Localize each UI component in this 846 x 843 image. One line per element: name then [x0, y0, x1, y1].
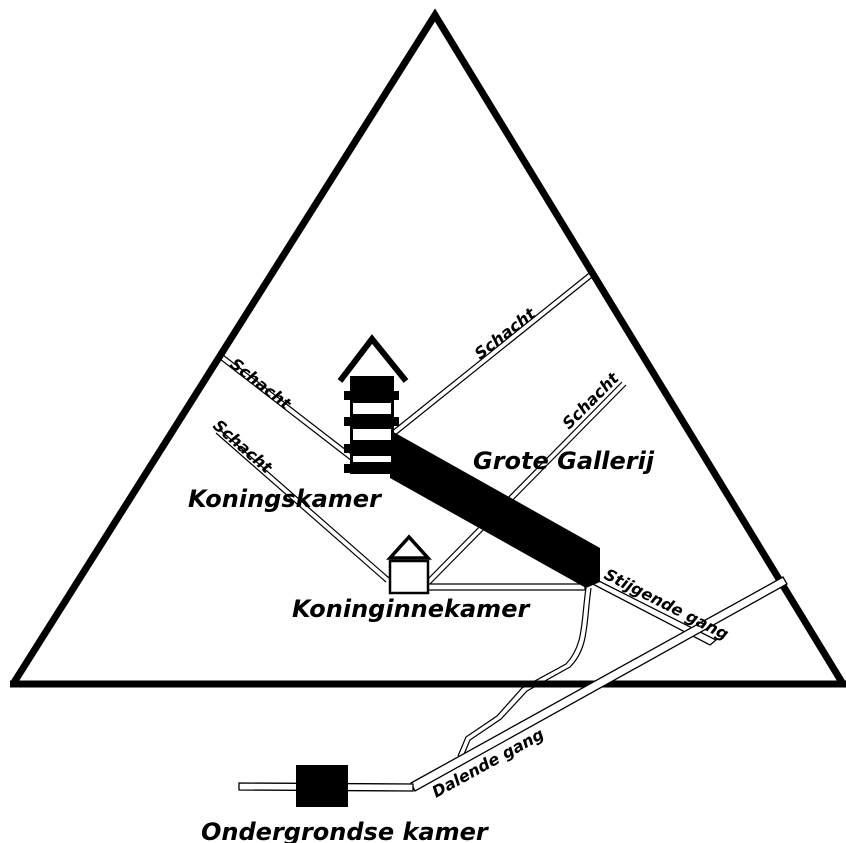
ascending-passage-label: Stijgende gang	[601, 565, 732, 644]
shaft-kings-north-label: Schacht	[227, 354, 296, 414]
kings-chamber	[337, 334, 409, 474]
queens-horizontal-passage	[417, 583, 586, 591]
shaft-queens-south	[424, 381, 627, 586]
kings-chamber-label: Koningskamer	[188, 485, 383, 513]
pyramid-outline	[10, 8, 846, 688]
well-shaft	[457, 587, 592, 760]
shaft-queens-north-label: Schacht	[209, 416, 277, 478]
shaft-kings-south-label: Schacht	[471, 303, 540, 363]
queens-chamber-label: Koninginnekamer	[292, 595, 531, 623]
shaft-queens-north	[215, 428, 390, 583]
shaft-kings-south	[390, 269, 597, 437]
queens-chamber	[386, 534, 432, 595]
subterranean-chamber	[296, 765, 348, 807]
subterranean-chamber-label: Ondergrondse kamer	[201, 818, 490, 843]
grand-gallery	[390, 430, 600, 588]
descending-passage	[410, 576, 788, 792]
grand-gallery-label: Grote Gallerij	[473, 447, 655, 475]
shaft-kings-north	[219, 354, 356, 462]
shaft-queens-south-label: Schacht	[558, 368, 623, 433]
